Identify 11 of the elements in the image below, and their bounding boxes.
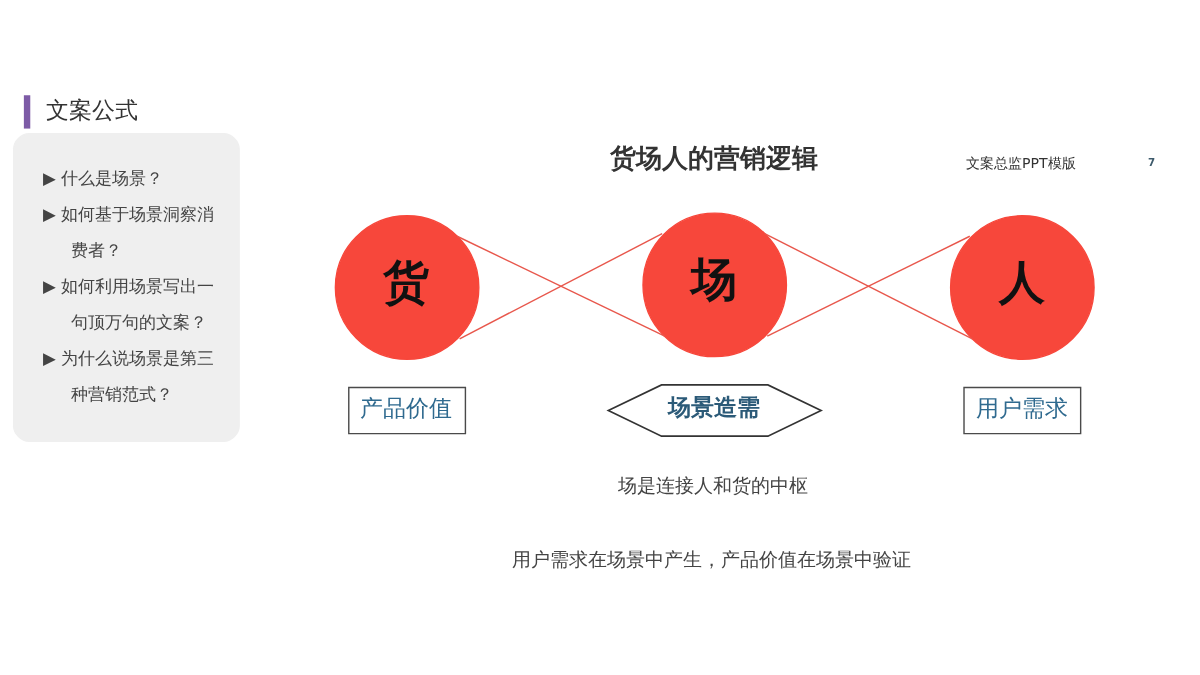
label: 7 <box>1147 155 1156 168</box>
diagram-title: 文案公式 <box>45 96 138 123</box>
node-box: 用户需求 <box>963 386 1082 435</box>
label: 文案总监PPT模版 <box>965 155 1076 172</box>
node-circle: 货 <box>334 215 480 360</box>
node-circle: 场 <box>642 212 788 358</box>
label: 场是连接人和货的中枢 <box>617 473 808 497</box>
label: 用户需求在场景中产生，产品价值在场景中验证 <box>512 548 912 572</box>
node-box: 产品价值 <box>348 386 467 435</box>
node-circle: 人 <box>949 215 1095 360</box>
label: 货场人的营销逻辑 <box>610 143 819 174</box>
